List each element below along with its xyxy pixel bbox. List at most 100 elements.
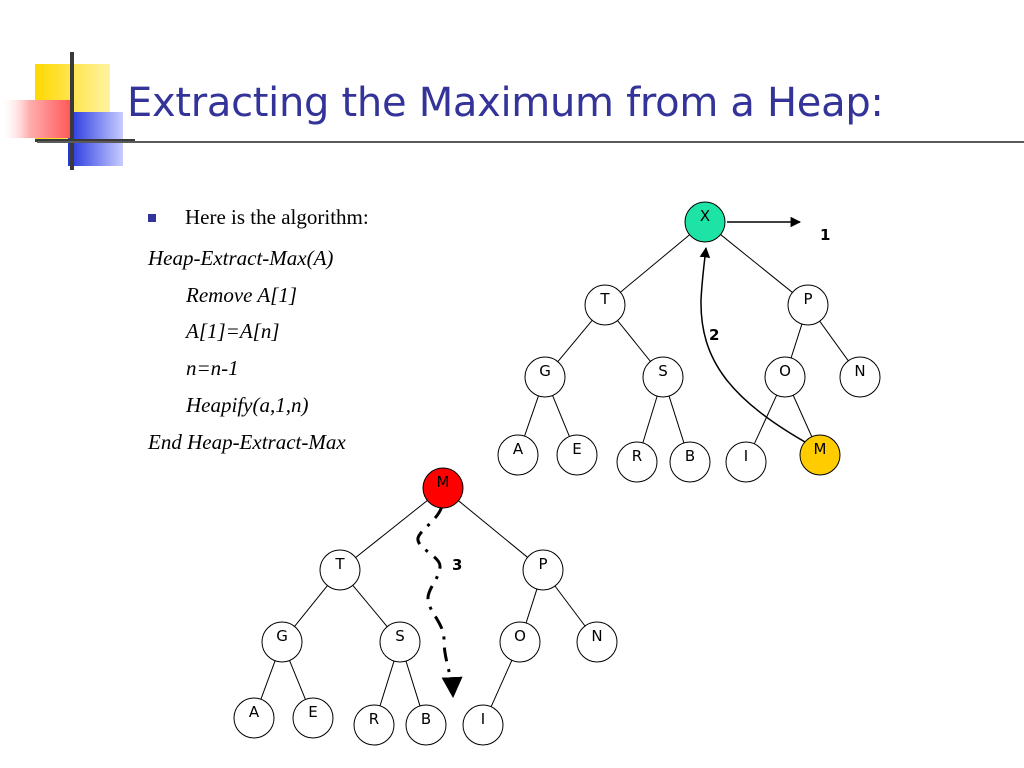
tree1-node-label-i: I xyxy=(744,447,748,465)
tree1-edge-t-s xyxy=(617,320,651,362)
tree2-node-circle-p xyxy=(522,549,564,591)
tree1-node-e: E xyxy=(556,434,598,476)
tree1-node-x: X xyxy=(684,201,726,243)
tree1-node-b: B xyxy=(669,441,711,483)
tree2-node-a: A xyxy=(233,697,275,739)
tree2-edge-g-e xyxy=(289,660,306,700)
tree2-node-circle-b xyxy=(405,704,447,746)
tree1-node-circle-o xyxy=(764,356,806,398)
tree2-edge-m-t xyxy=(355,500,428,558)
tree2-node-label-a: A xyxy=(249,703,260,721)
tree2-node-circle-n xyxy=(576,621,618,663)
bullet-text: Here is the algorithm: xyxy=(185,205,369,229)
tree2-node-label-e: E xyxy=(308,703,317,721)
tree2-node-n: N xyxy=(576,621,618,663)
algorithm-line-6: End Heap-Extract-Max xyxy=(148,430,346,454)
tree2-node-i: I xyxy=(462,704,504,746)
tree2-node-p: P xyxy=(522,549,564,591)
title-underline xyxy=(37,141,1024,143)
tree2-node-e: E xyxy=(292,697,334,739)
algorithm-line-4: n=n-1 xyxy=(186,356,239,380)
tree2-node-circle-o xyxy=(499,621,541,663)
tree1-edge-x-p xyxy=(720,234,793,293)
tree1-edge-p-n xyxy=(819,320,849,362)
tree2-node-circle-m xyxy=(422,467,464,509)
move-last-to-root-arrow xyxy=(699,246,813,447)
tree1-node-label-e: E xyxy=(572,440,581,458)
tree1-node-o: O xyxy=(764,356,806,398)
tree2-node-label-p: P xyxy=(538,555,547,573)
tree1-node-n: N xyxy=(839,356,881,398)
tree1-node-i: I xyxy=(725,441,767,483)
tree2-edge-t-s xyxy=(352,585,388,627)
tree2-node-t: T xyxy=(319,549,361,591)
tree2-node-r: R xyxy=(353,704,395,746)
tree2-node-label-b: B xyxy=(421,710,431,728)
tree1-node-circle-a xyxy=(497,434,539,476)
tree1-node-a: A xyxy=(497,434,539,476)
tree2-edge-g-a xyxy=(260,660,276,700)
tree1-node-label-b: B xyxy=(685,447,695,465)
tree1-node-m: M xyxy=(799,434,841,476)
tree1-node-circle-g xyxy=(524,356,566,398)
tree2-node-circle-i xyxy=(462,704,504,746)
tree2-node-circle-s xyxy=(379,621,421,663)
tree1-node-g: G xyxy=(524,356,566,398)
tree1-edge-g-a xyxy=(524,395,539,437)
tree1-node-circle-s xyxy=(642,356,684,398)
tree2-node-circle-t xyxy=(319,549,361,591)
heapify-sift-down-arrow xyxy=(416,505,463,699)
tree1-node-t: T xyxy=(584,284,626,326)
algorithm-line-2: Remove A[1] xyxy=(186,283,297,307)
tree1-node-circle-x xyxy=(684,201,726,243)
tree1-edge-o-i xyxy=(753,394,778,445)
tree1-node-label-r: R xyxy=(632,447,642,465)
tree1-node-label-a: A xyxy=(513,440,524,458)
tree2-node-s: S xyxy=(379,621,421,663)
tree1-node-label-g: G xyxy=(539,362,551,380)
tree2-edge-p-n xyxy=(554,585,586,627)
tree2-node-label-g: G xyxy=(276,627,288,645)
tree1-node-circle-n xyxy=(839,356,881,398)
tree1-node-circle-i xyxy=(725,441,767,483)
tree1-node-p: P xyxy=(787,284,829,326)
tree2-node-label-o: O xyxy=(514,627,526,645)
tree1-edge-s-r xyxy=(642,395,658,444)
tree1-node-label-o: O xyxy=(779,362,791,380)
tree1-node-circle-m xyxy=(799,434,841,476)
tree2-edge-p-o xyxy=(525,588,538,624)
tree1-node-label-x: X xyxy=(700,207,710,225)
tree1-node-r: R xyxy=(616,441,658,483)
tree1-node-circle-r xyxy=(616,441,658,483)
tree2-node-circle-e xyxy=(292,697,334,739)
tree1-edge-p-o xyxy=(790,323,803,359)
tree2-node-circle-r xyxy=(353,704,395,746)
tree2-node-label-s: S xyxy=(395,627,405,645)
tree2-node-o: O xyxy=(499,621,541,663)
algorithm-line-1: Heap-Extract-Max(A) xyxy=(148,246,334,270)
tree2-node-circle-g xyxy=(261,621,303,663)
step-label-2: 2 xyxy=(709,326,719,344)
tree1-node-circle-b xyxy=(669,441,711,483)
tree2-edge-o-i xyxy=(490,660,513,707)
corner-decoration xyxy=(0,52,135,170)
step-label-3: 3 xyxy=(452,556,462,574)
tree1-node-label-m: M xyxy=(814,440,827,458)
tree2-edge-s-b xyxy=(405,660,421,707)
tree1-edge-g-e xyxy=(552,395,570,437)
tree2-edge-s-r xyxy=(379,660,395,707)
tree1-node-label-s: S xyxy=(658,362,668,380)
tree2-edge-m-p xyxy=(458,500,528,558)
tree2-node-m: M xyxy=(422,467,464,509)
tree1-node-circle-e xyxy=(556,434,598,476)
tree1-node-circle-t xyxy=(584,284,626,326)
tree1-node-circle-p xyxy=(787,284,829,326)
tree1-node-label-t: T xyxy=(599,290,610,308)
slide-title: Extracting the Maximum from a Heap: xyxy=(127,80,884,126)
tree2-node-circle-a xyxy=(233,697,275,739)
algorithm-line-5: Heapify(a,1,n) xyxy=(186,393,309,417)
step-label-1: 1 xyxy=(820,226,830,244)
tree1-edge-t-g xyxy=(557,320,593,362)
tree2-node-label-t: T xyxy=(334,555,345,573)
